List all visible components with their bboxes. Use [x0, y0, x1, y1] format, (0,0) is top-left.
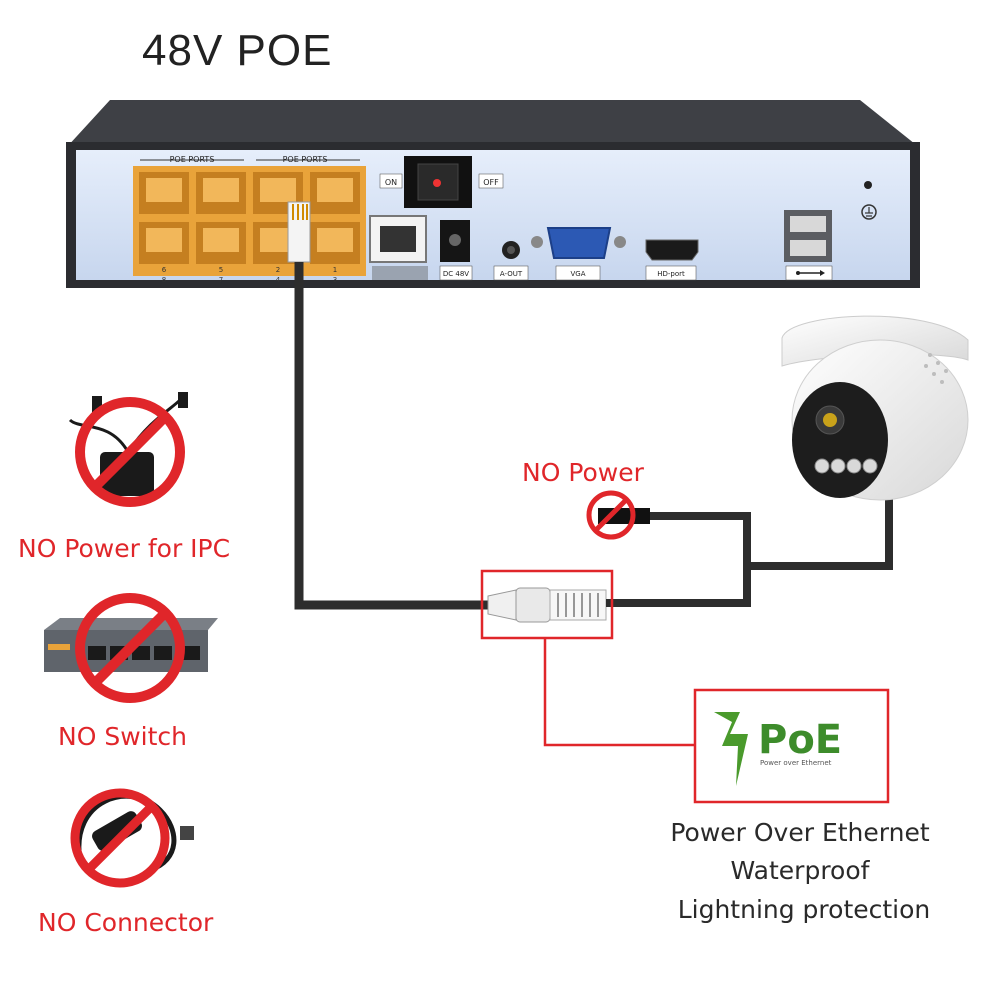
port-number: 7: [219, 276, 223, 284]
no-power-ipc-label: NO Power for IPC: [18, 534, 231, 563]
port-number: 1: [333, 266, 337, 274]
poe-ports-label: POE PORTS: [283, 155, 328, 164]
no-switch-label: NO Switch: [58, 722, 187, 751]
connector-highlight-box: [480, 569, 614, 640]
port-number: 8: [162, 276, 166, 284]
poe-logo-text: PoE: [758, 717, 842, 763]
port-number: 3: [333, 276, 337, 284]
prohibited-icon: [75, 593, 185, 703]
camera-power-cable: [747, 490, 893, 570]
camera-data-cable: [606, 512, 751, 607]
vga-port: VGA: [531, 227, 626, 281]
poe-ports: POE PORTS POE PORTS 6 5 2 1 8 7 4 3: [133, 155, 366, 284]
page-title: 48V POE: [142, 26, 333, 75]
lan-port: [369, 215, 428, 280]
no-connector-label: NO Connector: [38, 908, 214, 937]
feature-lightning-protection: Lightning protection: [677, 895, 931, 924]
ground-icon: [861, 181, 877, 220]
port-number: 5: [219, 266, 223, 274]
dome-camera-icon: [781, 315, 969, 501]
poe-logo-subtext: Power over Ethernet: [760, 759, 832, 767]
hdmi-port: HD-port: [645, 239, 699, 281]
poe-logo: PoE Power over Ethernet: [693, 688, 890, 804]
nvr-top-cover: [66, 100, 920, 148]
dc-label: DC 48V: [443, 270, 469, 278]
no-power-prohibited-icon: [586, 490, 636, 540]
poe-ports-label: POE PORTS: [170, 155, 215, 164]
prohibited-icon: [75, 397, 185, 507]
usb-icon: [796, 270, 825, 276]
rj45-plug-nvr-icon: [287, 201, 311, 263]
prohibited-icon: [70, 788, 170, 888]
lightning-icon: [714, 712, 748, 786]
feature-waterproof: Waterproof: [730, 856, 870, 885]
power-switch: ON OFF: [379, 156, 504, 208]
vga-label: VGA: [570, 270, 585, 278]
port-number: 6: [162, 266, 167, 274]
no-power-label: NO Power: [522, 458, 644, 487]
usb-ports: [784, 210, 833, 281]
switch-on-label: ON: [385, 178, 397, 187]
dc-port: DC 48V: [439, 220, 473, 281]
rj45-connector-icon: [487, 587, 607, 623]
aout-label: A-OUT: [500, 270, 523, 278]
port-number: 4: [276, 276, 281, 284]
nvr-device: POE PORTS POE PORTS 6 5 2 1 8 7 4 3 ON O…: [66, 100, 920, 288]
switch-off-label: OFF: [483, 178, 499, 187]
ethernet-cable: [294, 262, 488, 610]
port-number: 2: [276, 266, 280, 274]
hdmi-label: HD-port: [657, 270, 685, 278]
callout-line: [543, 638, 695, 747]
feature-power-over-ethernet: Power Over Ethernet: [670, 818, 930, 847]
audio-out-port: A-OUT: [493, 241, 529, 281]
